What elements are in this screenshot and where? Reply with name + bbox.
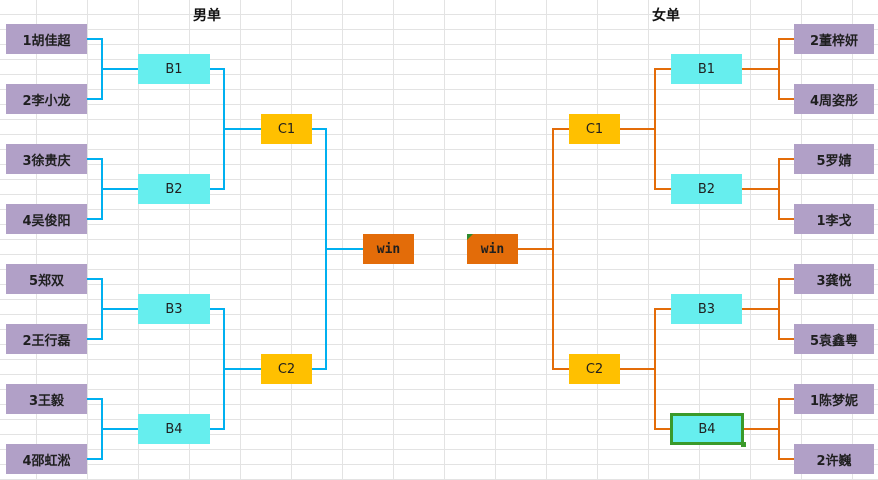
cell-note-marker xyxy=(467,234,473,240)
title-men: 男单 xyxy=(193,8,221,24)
men-player-4[interactable]: 4吴俊阳 xyxy=(6,204,87,234)
men-player-3[interactable]: 3徐贵庆 xyxy=(6,144,87,174)
women-b2-cell[interactable]: B2 xyxy=(671,174,742,204)
women-c2-cell[interactable]: C2 xyxy=(569,354,620,384)
men-b2-cell[interactable]: B2 xyxy=(138,174,210,204)
men-b4-cell[interactable]: B4 xyxy=(138,414,210,444)
women-b1-cell[interactable]: B1 xyxy=(671,54,742,84)
selection-fill-handle[interactable] xyxy=(741,442,746,447)
men-player-7[interactable]: 3王毅 xyxy=(6,384,87,414)
women-player-3[interactable]: 5罗婧 xyxy=(794,144,874,174)
women-player-7[interactable]: 1陈梦妮 xyxy=(794,384,874,414)
men-player-5[interactable]: 5郑双 xyxy=(6,264,87,294)
women-b3-cell[interactable]: B3 xyxy=(671,294,742,324)
men-win-cell[interactable]: win xyxy=(363,234,414,264)
women-player-1[interactable]: 2董梓妍 xyxy=(794,24,874,54)
women-player-4[interactable]: 1李戈 xyxy=(794,204,874,234)
women-player-2[interactable]: 4周姿彤 xyxy=(794,84,874,114)
women-win-cell[interactable]: win xyxy=(467,234,518,264)
men-c2-cell[interactable]: C2 xyxy=(261,354,312,384)
women-player-8[interactable]: 2许巍 xyxy=(794,444,874,474)
men-b3-cell[interactable]: B3 xyxy=(138,294,210,324)
women-b4-cell-selected[interactable]: B4 xyxy=(670,413,744,445)
title-women: 女单 xyxy=(652,8,680,24)
men-player-2[interactable]: 2李小龙 xyxy=(6,84,87,114)
women-player-5[interactable]: 3龚悦 xyxy=(794,264,874,294)
men-player-1[interactable]: 1胡佳超 xyxy=(6,24,87,54)
men-c1-cell[interactable]: C1 xyxy=(261,114,312,144)
women-player-6[interactable]: 5袁鑫粤 xyxy=(794,324,874,354)
men-player-6[interactable]: 2王行磊 xyxy=(6,324,87,354)
men-player-8[interactable]: 4邵虹淞 xyxy=(6,444,87,474)
women-c1-cell[interactable]: C1 xyxy=(569,114,620,144)
men-b1-cell[interactable]: B1 xyxy=(138,54,210,84)
